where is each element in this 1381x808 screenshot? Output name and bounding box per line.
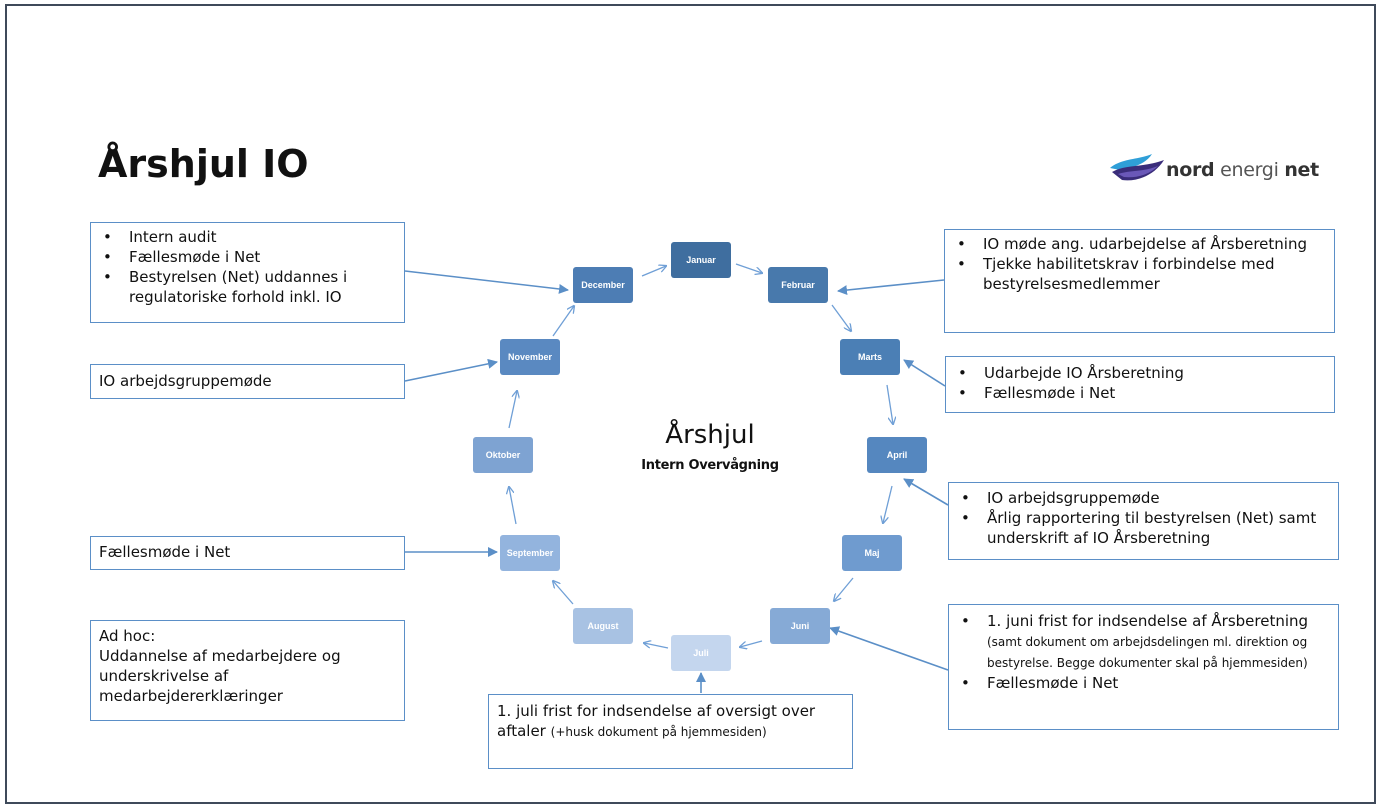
connector-april xyxy=(903,478,949,506)
list-item: 1. juni frist for indsendelse af Årsbere… xyxy=(957,611,1330,673)
note-adhoc: Ad hoc: Uddannelse af medarbejdere og un… xyxy=(90,620,405,721)
arrow-apr-maj xyxy=(883,485,893,523)
arrow-sep-okt xyxy=(509,487,517,525)
month-august: August xyxy=(573,608,633,644)
connector-february xyxy=(837,279,945,296)
month-september: September xyxy=(500,535,560,571)
arrow-mar-apr xyxy=(886,384,893,424)
arrow-maj-jun xyxy=(834,577,854,601)
month-februar: Februar xyxy=(768,267,828,303)
connector-november xyxy=(404,358,498,382)
list-item: IO arbejdsgruppemøde xyxy=(957,488,1330,508)
arrow-jan-feb xyxy=(735,263,762,273)
company-logo: nord energi net xyxy=(1108,150,1348,190)
list-item: Udarbejde IO Årsberetning xyxy=(954,363,1326,383)
list-item: Fællesmøde i Net xyxy=(957,673,1330,693)
month-januar: Januar xyxy=(671,242,731,278)
note-february: IO møde ang. udarbejdelse af Årsberetnin… xyxy=(944,229,1335,333)
month-oktober: Oktober xyxy=(473,437,533,473)
note-november: IO arbejdsgruppemøde xyxy=(90,364,405,399)
logo-wave-icon xyxy=(1110,154,1164,181)
note-june: 1. juni frist for indsendelse af Årsbere… xyxy=(948,604,1339,730)
page-title: Årshjul IO xyxy=(98,142,309,186)
center-subtitle: Intern Overvågning xyxy=(641,458,779,473)
month-juni: Juni xyxy=(770,608,830,644)
arrow-nov-dec xyxy=(552,306,574,337)
month-november: November xyxy=(500,339,560,375)
list-item: Årlig rapportering til bestyrelsen (Net)… xyxy=(957,508,1330,548)
arrow-aug-sep xyxy=(553,581,574,605)
arrow-dec-jan xyxy=(641,266,666,277)
list-item: Intern audit xyxy=(99,227,396,247)
month-maj: Maj xyxy=(842,535,902,571)
month-juli: Juli xyxy=(671,635,731,671)
month-april: April xyxy=(867,437,927,473)
month-december: December xyxy=(573,267,633,303)
note-december: Intern audit Fællesmøde i Net Bestyrelse… xyxy=(90,222,405,323)
list-item: Fællesmøde i Net xyxy=(954,383,1326,403)
arrow-okt-nov xyxy=(508,391,517,429)
connector-december xyxy=(404,270,569,294)
note-march: Udarbejde IO Årsberetning Fællesmøde i N… xyxy=(945,356,1335,413)
adhoc-heading: Ad hoc: xyxy=(99,627,156,645)
list-item: Fællesmøde i Net xyxy=(99,247,396,267)
list-item: Tjekke habilitetskrav i forbindelse med … xyxy=(953,254,1326,294)
connector-june xyxy=(829,626,949,671)
adhoc-text: Uddannelse af medarbejdere og underskriv… xyxy=(99,647,341,705)
arrow-jul-aug xyxy=(644,643,669,649)
center-title: Årshjul xyxy=(665,420,755,450)
logo-text: nord energi net xyxy=(1166,159,1319,181)
arrow-jun-jul xyxy=(740,640,763,647)
note-july: 1. juli frist for indsendelse af oversig… xyxy=(488,694,853,769)
list-item: Bestyrelsen (Net) uddannes i regulatoris… xyxy=(99,267,396,307)
month-marts: Marts xyxy=(840,339,900,375)
note-april: IO arbejdsgruppemøde Årlig rapportering … xyxy=(948,482,1339,560)
note-september: Fællesmøde i Net xyxy=(90,536,405,570)
list-item: IO møde ang. udarbejdelse af Årsberetnin… xyxy=(953,234,1326,254)
connector-march xyxy=(903,359,946,387)
arrow-feb-mar xyxy=(831,304,851,331)
